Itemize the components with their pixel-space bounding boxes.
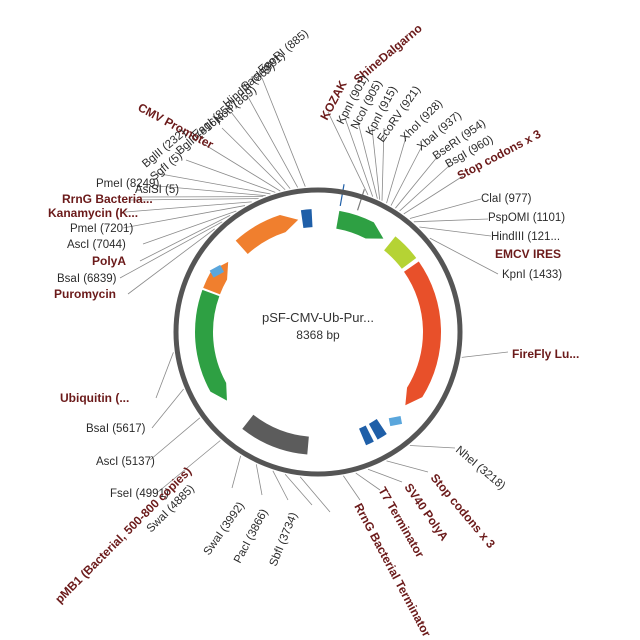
leader-line [119, 221, 223, 279]
puromycin-arc [203, 261, 229, 295]
leader-line [201, 142, 281, 192]
right-labels: ClaI (977) PspOMI (1101) HindIII (121...… [481, 193, 579, 361]
site-label-bsai-5617: BsaI (5617) [86, 423, 146, 435]
leader-line [355, 472, 381, 491]
leader-line [221, 127, 286, 191]
leader-line [255, 464, 263, 496]
site-label-asci-7044: AscI (7044) [67, 239, 126, 251]
leader-line [149, 417, 201, 461]
site-label-fsei: FseI (4991) [110, 488, 169, 500]
leader-line [390, 145, 423, 206]
leader-line [327, 111, 369, 195]
site-tick [339, 184, 345, 207]
leader-line [139, 215, 231, 262]
feature-label-rrng-terminator: RrnG Bacterial Terminator [351, 501, 434, 640]
leader-line [367, 468, 403, 483]
leader-line [344, 117, 374, 197]
left-labels: AsiSI (5) PmeI (8249) RrnG Bacteria... K… [48, 178, 179, 500]
cmv-promoter-arc [336, 210, 384, 239]
site-label-nhei: NheI (3218) [453, 444, 507, 492]
leader-line [419, 226, 492, 237]
leader-line [395, 155, 439, 209]
emcv-ires-arc [384, 236, 417, 269]
leader-line [343, 475, 361, 501]
leader-line [157, 440, 221, 493]
leader-line [409, 198, 482, 219]
leader-line [403, 175, 464, 215]
site-label-asci-5137: AscI (5137) [96, 456, 155, 468]
leader-line [386, 136, 407, 204]
polya-marker [209, 264, 225, 278]
leader-line [231, 455, 242, 489]
rrng-bacterial-promoter-arc [300, 209, 313, 229]
feature-label-kanamycin: Kanamycin (K... [48, 206, 138, 220]
site-label-clai: ClaI (977) [481, 193, 532, 205]
feature-label-rrng-bacteria: RrnG Bacteria... [62, 192, 153, 206]
kanamycin-arc [235, 215, 299, 254]
leader-line [246, 94, 299, 188]
sv40-polya-arc [368, 419, 387, 440]
site-label-pmei-7201: PmeI (7201) [70, 223, 133, 235]
feature-label-firefly: FireFly Lu... [512, 347, 579, 361]
rotated-labels: EcoRI (885) SacI (881) HindIII (869) Not… [136, 21, 544, 183]
leader-line [142, 210, 237, 245]
leader-line [381, 127, 385, 201]
feature-arcs [195, 209, 441, 455]
leader-line [357, 121, 378, 199]
site-label-hindiii-121: HindIII (121... [491, 231, 560, 243]
plasmid-size: 8368 bp [296, 328, 340, 342]
site-label-bsai-6839: BsaI (6839) [57, 273, 117, 285]
stop-codons-marker [388, 415, 403, 427]
leader-lines [119, 77, 509, 513]
leader-line [155, 352, 174, 399]
backbone-circle [173, 187, 463, 477]
leader-line [261, 77, 306, 187]
leader-line [299, 476, 331, 513]
leader-line [154, 172, 271, 195]
leader-line [429, 237, 499, 275]
leader-line [129, 198, 259, 201]
leader-line [461, 351, 509, 358]
leader-line [127, 228, 216, 295]
leader-line [151, 388, 184, 429]
t7-terminator-arc [359, 425, 374, 446]
ubiquitin-promoter-arc [195, 289, 227, 401]
firefly-luciferase-arc [404, 261, 441, 406]
site-label-pmei-8249: PmeI (8249) [96, 178, 159, 190]
leader-line [185, 159, 276, 193]
site-label-asisi: AsiSI (5) [135, 184, 179, 196]
leader-line [122, 205, 246, 229]
bottom-labels: SwaI (4885) pMB1 (Bacterial, 500-800 cop… [52, 444, 507, 639]
site-label-pspomi: PspOMI (1101) [488, 212, 565, 224]
leader-line [371, 127, 381, 200]
feature-label-ubiquitin: Ubiquitin (... [60, 391, 129, 405]
leader-line [157, 185, 266, 197]
feature-label-emcv-ires: EMCV IRES [495, 247, 561, 261]
leader-line [386, 460, 429, 473]
leader-line [124, 201, 252, 213]
site-tick [356, 189, 365, 211]
site-label-kpni-1433: KpnI (1433) [502, 269, 562, 281]
leader-line [284, 473, 313, 506]
leader-line [413, 218, 489, 223]
leader-line [409, 445, 456, 449]
pmb1-origin-arc [242, 414, 309, 455]
feature-label-pmb1: pMB1 (Bacterial, 500-800 copies) [52, 464, 194, 606]
feature-label-puromycin: Puromycin [54, 287, 116, 301]
feature-label-polya: PolyA [92, 254, 126, 268]
leader-line [230, 111, 291, 189]
plasmid-name: pSF-CMV-Ub-Pur... [262, 310, 374, 325]
leader-line [272, 470, 289, 501]
site-label-sbfi: SbfI (3734) [268, 511, 301, 568]
leader-line [399, 164, 451, 212]
